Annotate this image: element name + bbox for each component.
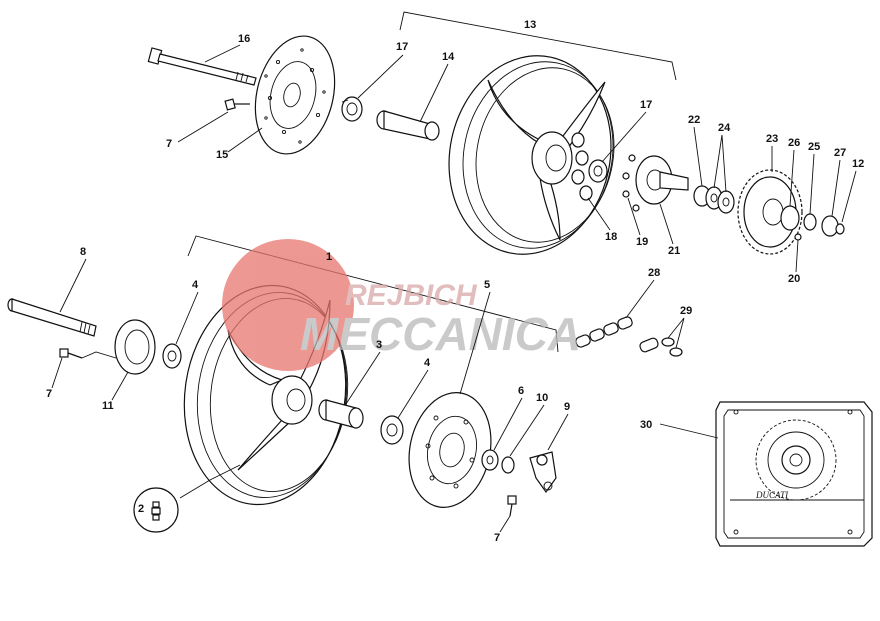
rear-sprocket xyxy=(737,169,803,255)
front-bearing-left xyxy=(162,343,182,369)
callout-21: 21 xyxy=(668,245,680,257)
callout-28: 28 xyxy=(648,267,660,279)
rear-cush-drive-studs xyxy=(571,132,593,201)
callout-17-left: 17 xyxy=(396,41,408,53)
callout-24: 24 xyxy=(718,122,731,134)
callout-17-right: 17 xyxy=(640,99,652,111)
watermark-mark xyxy=(222,239,354,371)
chain-assembly xyxy=(575,316,683,357)
callout-19: 19 xyxy=(636,236,648,248)
callout-2: 2 xyxy=(138,503,144,515)
callout-16: 16 xyxy=(238,33,250,45)
front-seal-washer xyxy=(481,449,515,474)
rear-wheel-rim xyxy=(448,55,615,255)
callout-22: 22 xyxy=(688,114,700,126)
front-brake-disc xyxy=(408,392,492,508)
carrier-bearings xyxy=(693,185,735,214)
callout-23: 23 xyxy=(766,133,778,145)
callout-9: 9 xyxy=(564,401,570,413)
rear-brake-disc xyxy=(254,35,336,155)
valve-leader xyxy=(179,464,241,499)
valve-detail xyxy=(133,487,179,533)
rear-spacer-tube xyxy=(376,110,440,141)
watermark: REJBICH MECCANICA xyxy=(222,239,581,371)
chain-links xyxy=(575,316,633,348)
sprocket-carrier xyxy=(622,154,689,212)
disc-bolt-bottom xyxy=(507,495,517,517)
callout-3: 3 xyxy=(376,339,382,351)
callout-20: 20 xyxy=(788,273,800,285)
spacer-bolt-left xyxy=(59,348,117,359)
callout-7-top: 7 xyxy=(166,138,172,150)
front-bearing-right xyxy=(380,415,404,445)
front-spacer xyxy=(318,399,364,429)
callout-18: 18 xyxy=(605,231,617,243)
callout-12: 12 xyxy=(852,158,864,170)
callout-15: 15 xyxy=(216,149,228,161)
callout-25: 25 xyxy=(808,141,820,153)
callout-7-bottom: 7 xyxy=(494,532,500,544)
speedometer-drive-ring xyxy=(114,319,156,375)
watermark-line-2: MECCANICA xyxy=(300,308,581,360)
rear-bearing-right xyxy=(588,159,608,183)
callout-13: 13 xyxy=(524,19,536,31)
callout-14: 14 xyxy=(442,51,455,63)
callout-4-left: 4 xyxy=(192,279,199,291)
sprocket-logo-plate: DUCATI xyxy=(715,401,873,547)
rear-axle xyxy=(147,47,257,86)
speedometer-drive xyxy=(529,451,557,494)
callout-4-right: 4 xyxy=(424,357,431,369)
callout-5: 5 xyxy=(484,279,490,291)
front-axle xyxy=(7,298,97,337)
callout-1: 1 xyxy=(326,251,332,263)
callout-27: 27 xyxy=(834,147,846,159)
chain-master-link xyxy=(639,337,683,357)
callout-6: 6 xyxy=(518,385,524,397)
sprocket-fasteners xyxy=(780,205,845,241)
callout-29: 29 xyxy=(680,305,692,317)
rear-wheel-assembly xyxy=(147,11,845,255)
callout-10: 10 xyxy=(536,392,548,404)
callout-8: 8 xyxy=(80,246,86,258)
watermark-line-1: REJBICH xyxy=(345,279,478,312)
callout-7-left: 7 xyxy=(46,388,52,400)
callouts: 16 13 17 14 7 15 17 18 19 21 22 24 23 26… xyxy=(46,19,864,544)
callout-30: 30 xyxy=(640,419,652,431)
callout-11: 11 xyxy=(102,400,114,412)
rear-bearing-left xyxy=(341,96,363,122)
brand-logo-text: DUCATI xyxy=(755,490,789,500)
rear-wheel-group-bracket xyxy=(399,11,677,81)
callout-26: 26 xyxy=(788,137,800,149)
front-wheel-group-bracket xyxy=(187,235,559,353)
disc-bolt-top xyxy=(224,98,250,111)
